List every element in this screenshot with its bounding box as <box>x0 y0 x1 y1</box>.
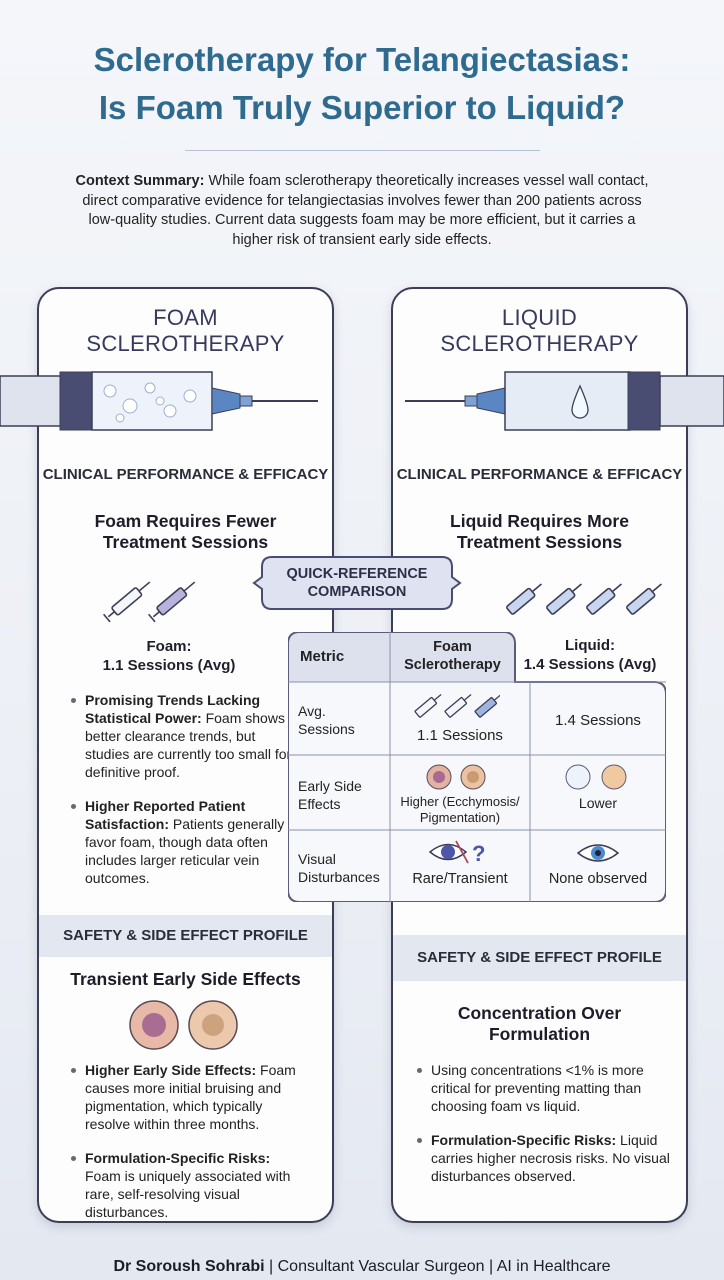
summary-label: Context Summary: <box>75 173 205 189</box>
svg-text:?: ? <box>472 841 485 866</box>
list-item: Using concentrations <1% is more critica… <box>413 1061 673 1115</box>
foam-side-effects-cell: Higher (Ecchymosis/ Pigmentation) <box>400 794 520 825</box>
liquid-safety-subheading: Concentration Over Formulation <box>457 1003 622 1044</box>
liquid-visual-cell: None observed <box>548 871 648 887</box>
liquid-sessions-cell: 1.4 Sessions <box>555 712 641 729</box>
row-metric: Visual Disturbances <box>298 851 380 885</box>
liquid-safety-bullets: Using concentrations <1% is more critica… <box>413 1061 673 1201</box>
foam-clinical-heading: CLINICAL PERFORMANCE & EFFICACY <box>42 466 329 483</box>
author-name: Dr Soroush Sohrabi <box>113 1258 265 1275</box>
foam-efficacy-bullets: Promising Trends Lacking Statistical Pow… <box>67 691 292 903</box>
list-item: Higher Early Side Effects: Foam causes m… <box>67 1061 307 1133</box>
foam-safety-bullets: Higher Early Side Effects: Foam causes m… <box>67 1061 307 1237</box>
divider <box>185 150 540 151</box>
page-title: Sclerotherapy for Telangiectasias: Is Fo… <box>0 36 724 132</box>
comparison-table: Metric Foam Sclerotherapy Avg. Sessions … <box>288 632 666 902</box>
foam-safety-subheading: Transient Early Side Effects <box>70 969 301 989</box>
syringes-illustration <box>0 371 724 431</box>
bruise-pigmentation-icon <box>129 1000 238 1050</box>
foam-safety-heading: SAFETY & SIDE EFFECT PROFILE <box>39 915 332 957</box>
footer-credit: Dr Soroush Sohrabi | Consultant Vascular… <box>0 1258 724 1276</box>
title-line-1: Sclerotherapy for Telangiectasias: <box>93 41 631 78</box>
clear-skin-icon <box>565 764 627 790</box>
row-metric: Avg. Sessions <box>298 703 355 737</box>
liquid-syringe-icon <box>405 371 724 431</box>
list-item: Promising Trends Lacking Statistical Pow… <box>67 691 292 781</box>
title-line-2: Is Foam Truly Superior to Liquid? <box>98 89 626 126</box>
context-summary: Context Summary: While foam sclerotherap… <box>70 172 654 250</box>
three-syringes-icon <box>414 694 500 718</box>
header-metric: Metric <box>300 648 345 665</box>
liquid-sessions: Liquid:1.4 Sessions (Avg) <box>523 637 657 673</box>
liquid-safety-heading: SAFETY & SIDE EFFECT PROFILE <box>393 935 686 981</box>
list-item: Higher Reported Patient Satisfaction: Pa… <box>67 797 292 887</box>
foam-syringe-icon <box>0 371 318 431</box>
liquid-clinical-heading: CLINICAL PERFORMANCE & EFFICACY <box>396 466 683 483</box>
list-item: Formulation-Specific Risks: Liquid carri… <box>413 1131 673 1185</box>
four-syringes-icon <box>506 583 662 615</box>
header-foam: Foam Sclerotherapy <box>404 639 501 673</box>
foam-sessions: Foam:1.1 Sessions (Avg) <box>102 638 236 674</box>
quick-reference-label: QUICK-REFERENCE COMPARISON <box>252 553 462 613</box>
author-titles: | Consultant Vascular Surgeon | AI in He… <box>264 1258 611 1275</box>
foam-sessions-cell: 1.1 Sessions <box>417 727 503 744</box>
eye-question-icon: ? <box>428 840 485 866</box>
foam-visual-cell: Rare/Transient <box>412 871 508 887</box>
list-item: Formulation-Specific Risks: Foam is uniq… <box>67 1149 307 1221</box>
two-syringes-icon <box>103 581 196 623</box>
summary-text: While foam sclerotherapy theoretically i… <box>82 173 649 248</box>
liquid-side-effects-cell: Lower <box>578 795 618 811</box>
foam-clinical-subheading: Foam Requires Fewer Treatment Sessions <box>94 511 277 552</box>
row-metric: Early Side Effects <box>298 778 362 812</box>
eye-icon <box>576 844 620 862</box>
bruise-pigmentation-icon <box>426 764 486 790</box>
liquid-clinical-subheading: Liquid Requires More Treatment Sessions <box>450 511 629 552</box>
